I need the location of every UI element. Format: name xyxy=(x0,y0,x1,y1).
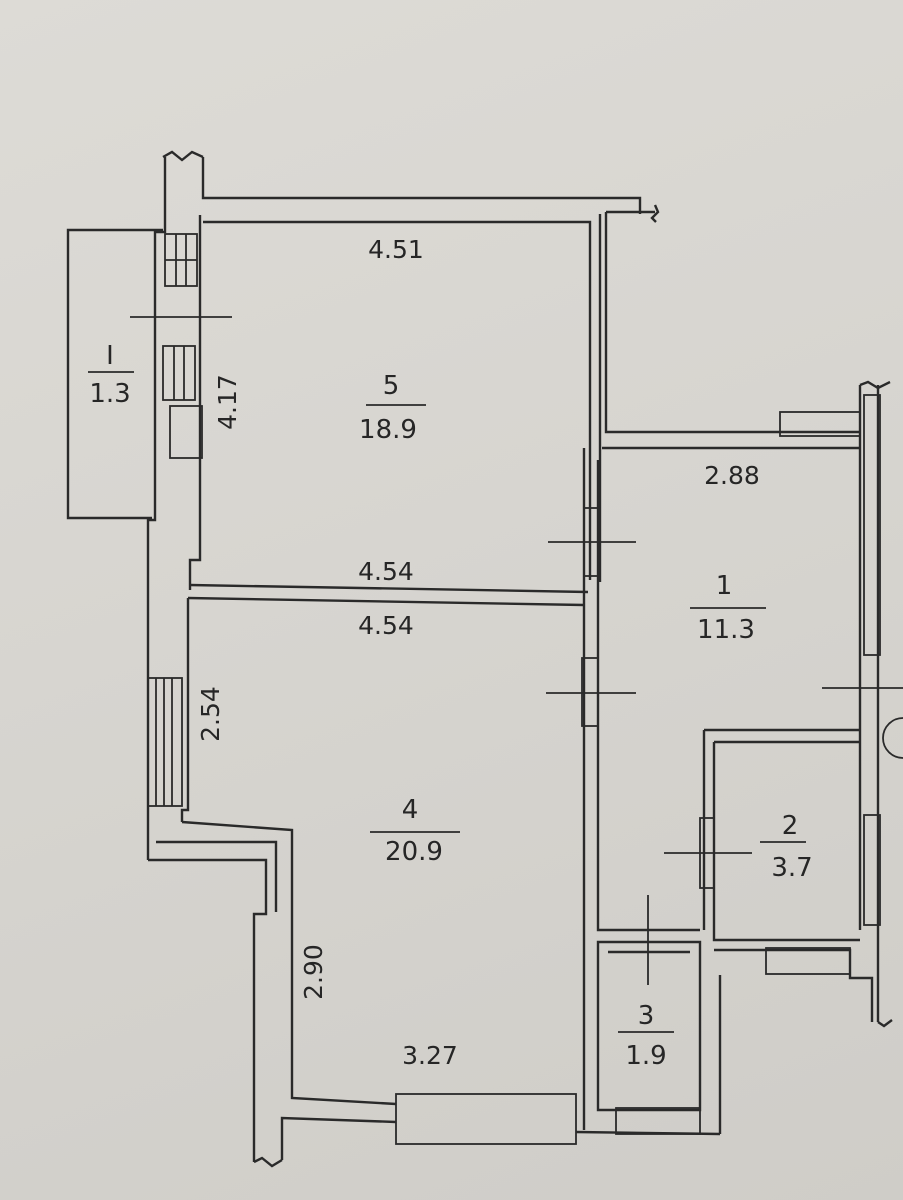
dim-room4-bottom: 3.27 xyxy=(402,1041,458,1070)
room5-walls xyxy=(203,220,592,580)
window-mid-left xyxy=(162,345,196,401)
left-exterior-wall xyxy=(146,150,642,860)
room1-number: 1 xyxy=(716,571,733,601)
window-room2 xyxy=(765,947,851,975)
dim-room5-bottom: 4.54 xyxy=(358,557,414,586)
room3-number: 3 xyxy=(638,1001,655,1031)
room2-number: 2 xyxy=(782,811,799,841)
room3-area: 1.9 xyxy=(625,1041,666,1071)
room2-top-wall xyxy=(704,728,860,744)
room4-walls xyxy=(148,858,268,1162)
balcony-door-left xyxy=(169,405,203,459)
room5-area: 18.9 xyxy=(359,415,417,445)
dim-room4-side-lower: 2.90 xyxy=(299,944,328,1000)
right-exterior-wall xyxy=(822,380,903,1028)
window-upper-left xyxy=(164,233,198,287)
door-room4 xyxy=(581,657,599,727)
balcony-number: I xyxy=(106,341,114,371)
partition-5-4 xyxy=(189,583,589,594)
dim-room4-top: 4.54 xyxy=(358,611,414,640)
dim-room4-side-upper: 2.54 xyxy=(196,686,225,742)
window-lower-left xyxy=(147,677,183,807)
room1-area: 11.3 xyxy=(697,615,755,645)
balcony-area: 1.3 xyxy=(89,379,130,409)
room4-number: 4 xyxy=(402,795,419,825)
room5-number: 5 xyxy=(383,371,400,401)
room4-area: 20.9 xyxy=(385,837,443,867)
window-room4 xyxy=(395,1093,577,1145)
dim-room1-top: 2.88 xyxy=(704,461,760,490)
room2-area: 3.7 xyxy=(771,853,812,883)
dim-room5-side: 4.17 xyxy=(213,374,242,430)
dim-room5-top: 4.51 xyxy=(368,235,424,264)
balcony-outline xyxy=(66,228,163,520)
